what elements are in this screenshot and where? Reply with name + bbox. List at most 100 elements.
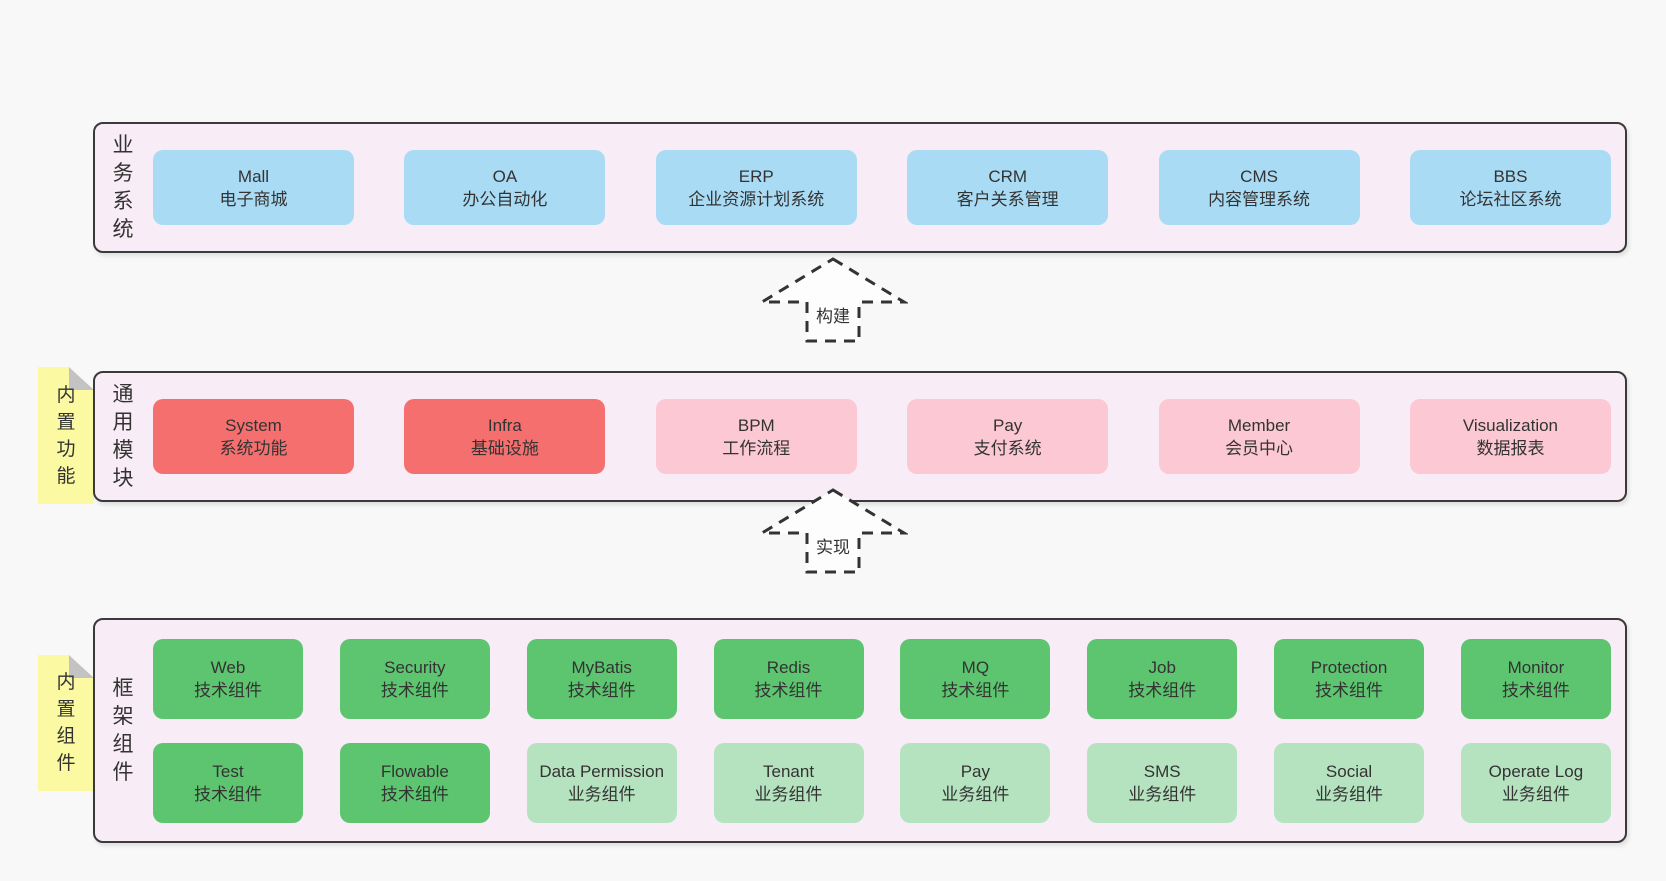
box-title: Member [1227, 415, 1291, 435]
box-subtitle: 业务组件 [1315, 784, 1384, 804]
implement-arrow: 实现 [758, 487, 908, 575]
box-flowable: Flowable 技术组件 [339, 742, 490, 823]
box-title: Tenant [763, 761, 815, 781]
box-crm: CRM 客户关系管理 [907, 150, 1109, 225]
box-subtitle: 数据报表 [1476, 438, 1545, 458]
box-title: OA [492, 166, 518, 186]
box-subtitle: 论坛社区系统 [1459, 189, 1562, 209]
box-title: Pay [960, 761, 991, 781]
box-title: System [225, 415, 282, 435]
tab-label: 内置功能 [56, 384, 76, 487]
box-subtitle: 基础设施 [470, 438, 539, 458]
box-subtitle: 办公自动化 [462, 189, 548, 209]
box-title: Redis [766, 657, 811, 677]
box-subtitle: 业务组件 [567, 784, 636, 804]
box-row: Test 技术组件 Flowable 技术组件 Data Permission 业务组件 T… [153, 742, 1611, 823]
box-web: Web 技术组件 [153, 638, 303, 719]
box-title: BPM [737, 415, 775, 435]
arrow-label: 构建 [814, 302, 852, 327]
box-title: Web [210, 657, 246, 677]
box-title: Pay [993, 415, 1023, 435]
box-cms: CMS 内容管理系统 [1158, 150, 1360, 225]
box-title: CMS [1240, 166, 1278, 186]
box-oa: OA 办公自动化 [404, 150, 606, 225]
sticky-tab-builtin-components: 内置组件 [38, 655, 94, 791]
tab-label: 内置组件 [56, 672, 76, 774]
section-business-systems: 业务系统 Mall 电子商城 OA 办公自动化 ERP 企业资源计划系统 CRM 客户关系管理… [93, 122, 1627, 253]
box-subtitle: 会员中心 [1225, 438, 1294, 458]
box-title: Job [1148, 657, 1176, 677]
box-subtitle: 支付系统 [973, 438, 1042, 458]
box-protection: Protection 技术组件 [1274, 638, 1425, 719]
box-subtitle: 企业资源计划系统 [688, 189, 825, 209]
box-row: Mall 电子商城 OA 办公自动化 ERP 企业资源计划系统 CRM 客户关系管理 CMS 内容… [153, 150, 1611, 225]
box-row: System 系统功能 Infra 基础设施 BPM 工作流程 Pay 支付系统 Member 会… [153, 399, 1611, 474]
box-title: Protection [1310, 657, 1388, 677]
dashed-up-arrow-icon [758, 488, 908, 574]
box-subtitle: 技术组件 [380, 680, 449, 700]
box-subtitle: 工作流程 [722, 438, 791, 458]
box-subtitle: 电子商城 [219, 189, 288, 209]
box-subtitle: 客户关系管理 [956, 189, 1059, 209]
dashed-up-arrow-icon [758, 257, 908, 343]
box-data-permission: Data Permission 业务组件 [526, 742, 677, 823]
box-mybatis: MyBatis 技术组件 [526, 638, 677, 719]
box-title: Flowable [380, 761, 449, 781]
box-subtitle: 技术组件 [567, 680, 636, 700]
box-bpm: BPM 工作流程 [655, 399, 857, 474]
box-erp: ERP 企业资源计划系统 [655, 150, 857, 225]
box-title: SMS [1143, 761, 1181, 781]
box-pay: Pay 业务组件 [900, 742, 1051, 823]
box-pay: Pay 支付系统 [907, 399, 1109, 474]
box-title: Data Permission [539, 761, 665, 781]
box-title: MQ [961, 657, 990, 677]
sticky-tab-builtin-features: 内置功能 [38, 367, 94, 504]
box-title: Test [212, 761, 244, 781]
box-subtitle: 技术组件 [754, 680, 823, 700]
box-title: CRM [988, 166, 1028, 186]
box-subtitle: 技术组件 [1315, 680, 1384, 700]
common-modules-container: 通用模块 System 系统功能 Infra 基础设施 BPM 工作流程 Pay 支付系统 Me… [93, 371, 1627, 502]
box-sms: SMS 业务组件 [1087, 742, 1238, 823]
box-subtitle: 技术组件 [1128, 680, 1197, 700]
section-label: 业务系统 [112, 133, 134, 241]
box-member: Member 会员中心 [1158, 399, 1360, 474]
box-title: BBS [1493, 166, 1528, 186]
box-job: Job 技术组件 [1087, 638, 1238, 719]
box-subtitle: 技术组件 [194, 784, 262, 804]
build-arrow: 构建 [758, 256, 908, 344]
box-title: Mall [237, 166, 270, 186]
box-subtitle: 技术组件 [1501, 680, 1570, 700]
box-test: Test 技术组件 [153, 742, 303, 823]
common-modules-rows: System 系统功能 Infra 基础设施 BPM 工作流程 Pay 支付系统 Member 会… [153, 399, 1611, 474]
box-subtitle: 系统功能 [219, 438, 288, 458]
box-subtitle: 技术组件 [380, 784, 449, 804]
box-subtitle: 内容管理系统 [1208, 189, 1311, 209]
box-subtitle: 业务组件 [941, 784, 1010, 804]
box-subtitle: 技术组件 [194, 680, 262, 700]
box-visualization: Visualization 数据报表 [1409, 399, 1611, 474]
box-title: ERP [738, 166, 774, 186]
box-subtitle: 业务组件 [1128, 784, 1197, 804]
box-title: Operate Log [1488, 761, 1584, 781]
box-title: Monitor [1507, 657, 1565, 677]
box-title: Social [1325, 761, 1373, 781]
box-monitor: Monitor 技术组件 [1460, 638, 1611, 719]
business-systems-rows: Mall 电子商城 OA 办公自动化 ERP 企业资源计划系统 CRM 客户关系管理 CMS 内容… [153, 150, 1611, 225]
box-title: MyBatis [571, 657, 632, 677]
box-system: System 系统功能 [153, 399, 354, 474]
box-title: Visualization [1462, 415, 1559, 435]
box-title: Infra [487, 415, 522, 435]
box-bbs: BBS 论坛社区系统 [1409, 150, 1611, 225]
box-social: Social 业务组件 [1274, 742, 1425, 823]
section-label: 通用模块 [112, 382, 134, 490]
